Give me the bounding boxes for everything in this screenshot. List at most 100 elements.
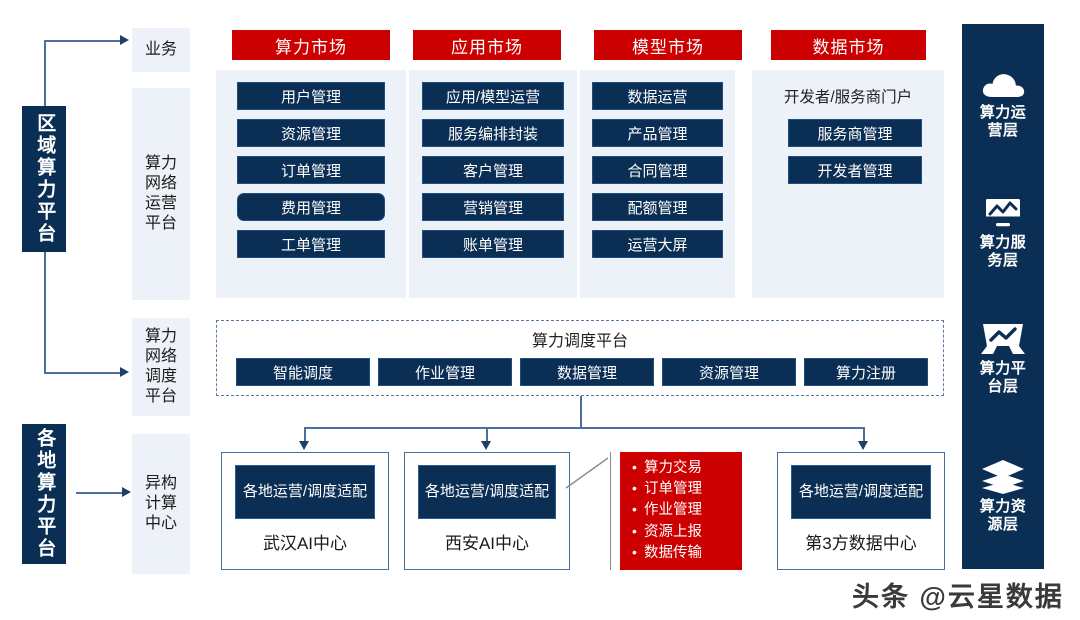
arrow-to-business — [120, 35, 129, 45]
scheduling-item-resource-management[interactable]: 资源管理 — [662, 358, 796, 386]
market-item[interactable]: 费用管理 — [237, 193, 385, 221]
callout-box: 算力交易 订单管理 作业管理 资源上报 数据传输 — [620, 452, 742, 570]
layer-label: 算力运营层 — [979, 104, 1027, 139]
datacenter-inner-label: 各地运营/调度适配 — [791, 465, 931, 519]
stacked-layers-icon — [982, 460, 1024, 494]
datacenter-inner-text: 各地运营/调度适配 — [242, 482, 368, 500]
tree-stem — [580, 396, 582, 428]
callout-list: 算力交易 订单管理 作业管理 资源上报 数据传输 — [630, 457, 734, 565]
arrow-to-datacenter-2 — [481, 441, 491, 450]
datacenter-caption: 西安AI中心 — [405, 519, 569, 563]
scheduling-item-label: 作业管理 — [414, 364, 475, 382]
callout-leader-line — [565, 457, 609, 489]
scheduling-platform-title: 算力调度平台 — [531, 333, 628, 350]
datacenter-card-third-party[interactable]: 各地运营/调度适配 第3方数据中心 — [777, 452, 945, 570]
market-title-model-market: 模型市场 — [632, 37, 704, 57]
tree-branch-2 — [486, 427, 488, 444]
stage-label-network-scheduling-platform-text: 算力网络调度平台 — [144, 328, 177, 405]
datacenter-caption-text: 西安AI中心 — [444, 533, 530, 553]
market-item-portal: 开发者/服务商门户 — [758, 82, 938, 110]
connector-regional-down — [44, 250, 46, 373]
market-item-label: 工单管理 — [280, 236, 341, 254]
datacenter-inner-label: 各地运营/调度适配 — [235, 465, 375, 519]
market-item-label: 费用管理 — [280, 199, 341, 217]
stage-label-network-scheduling-platform: 算力网络调度平台 — [132, 318, 190, 416]
datacenter-card-xian[interactable]: 各地运营/调度适配 西安AI中心 — [404, 452, 570, 570]
datacenter-inner-text: 各地运营/调度适配 — [424, 482, 550, 500]
layer-label: 算力服务层 — [979, 234, 1027, 269]
market-item[interactable]: 服务编排封装 — [422, 119, 564, 147]
cloud-icon — [982, 74, 1025, 97]
market-title-application-market: 应用市场 — [451, 37, 523, 57]
connector-to-hetero — [76, 492, 124, 494]
datacenter-caption-text: 武汉AI中心 — [262, 533, 348, 553]
market-item[interactable]: 工单管理 — [237, 230, 385, 258]
scheduling-item-data-management[interactable]: 数据管理 — [520, 358, 654, 386]
market-item[interactable]: 产品管理 — [592, 119, 723, 147]
watermark: 头条 @云星数据 — [852, 582, 1064, 612]
arrow-to-scheduling — [120, 367, 129, 377]
market-item[interactable]: 账单管理 — [422, 230, 564, 258]
market-item-label: 开发者管理 — [817, 162, 893, 180]
callout-item: 订单管理 — [632, 478, 734, 500]
local-compute-platform-label: 各地算力平台 — [34, 428, 56, 560]
market-item[interactable]: 客户管理 — [422, 156, 564, 184]
market-item[interactable]: 订单管理 — [237, 156, 385, 184]
market-body-data-market: 开发者/服务商门户 服务商管理 开发者管理 — [752, 70, 944, 298]
stage-label-network-operation-platform: 算力网络运营平台 — [132, 88, 190, 300]
market-item-label: 数据运营 — [627, 88, 688, 106]
scheduling-item-label: 算力注册 — [835, 364, 896, 382]
market-item[interactable]: 营销管理 — [422, 193, 564, 221]
regional-compute-platform-label: 区域算力平台 — [34, 113, 56, 245]
datacenter-inner-text: 各地运营/调度适配 — [798, 482, 924, 500]
scheduling-item-job-management[interactable]: 作业管理 — [378, 358, 512, 386]
market-item[interactable]: 应用/模型运营 — [422, 82, 564, 110]
scheduling-item-label: 数据管理 — [556, 364, 617, 382]
scheduling-item-intelligent-dispatch[interactable]: 智能调度 — [236, 358, 370, 386]
layer-item-operation: 算力运营层 — [962, 70, 1044, 139]
market-item[interactable]: 合同管理 — [592, 156, 723, 184]
connector-to-scheduling — [44, 372, 122, 374]
platform-chart-icon — [981, 324, 1025, 354]
layer-item-service: 算力服务层 — [962, 196, 1044, 269]
stage-label-heterogeneous-compute-center: 异构计算中心 — [132, 434, 190, 574]
market-item[interactable]: 用户管理 — [237, 82, 385, 110]
market-body-compute-market: 用户管理 资源管理 订单管理 费用管理 工单管理 — [216, 70, 406, 298]
tree-branch-3 — [863, 427, 865, 444]
market-item-label: 订单管理 — [280, 162, 341, 180]
layer-rail: 算力运营层 算力服务层 算力平台层 — [962, 24, 1044, 569]
market-item-label: 用户管理 — [280, 88, 341, 106]
market-header-application-market: 应用市场 — [413, 30, 561, 60]
market-header-compute-market: 算力市场 — [232, 30, 390, 60]
scheduling-item-compute-registration[interactable]: 算力注册 — [804, 358, 928, 386]
market-body-model-market: 数据运营 产品管理 合同管理 配额管理 运营大屏 — [580, 70, 735, 298]
arrow-to-hetero — [122, 487, 131, 497]
market-item[interactable]: 开发者管理 — [788, 156, 922, 184]
market-item-label: 运营大屏 — [627, 236, 688, 254]
arrow-to-datacenter-1 — [299, 441, 309, 450]
market-item[interactable]: 运营大屏 — [592, 230, 723, 258]
market-item-label: 账单管理 — [462, 236, 523, 254]
market-item[interactable]: 配额管理 — [592, 193, 723, 221]
datacenter-card-wuhan[interactable]: 各地运营/调度适配 武汉AI中心 — [221, 452, 389, 570]
arrow-to-datacenter-3 — [858, 441, 868, 450]
callout-item: 资源上报 — [632, 521, 734, 543]
market-item-label: 产品管理 — [627, 125, 688, 143]
market-item[interactable]: 资源管理 — [237, 119, 385, 147]
datacenter-caption: 武汉AI中心 — [222, 519, 388, 563]
market-item-label: 资源管理 — [280, 125, 341, 143]
stage-label-heterogeneous-compute-center-text: 异构计算中心 — [144, 475, 177, 532]
stage-label-business-text: 业务 — [144, 41, 177, 58]
market-item[interactable]: 数据运营 — [592, 82, 723, 110]
regional-compute-platform-bar: 区域算力平台 — [22, 106, 66, 252]
callout-item: 作业管理 — [632, 499, 734, 521]
connector-regional-up — [44, 40, 46, 110]
market-item[interactable]: 服务商管理 — [788, 119, 922, 147]
callout-divider — [610, 452, 612, 570]
layer-item-resource: 算力资源层 — [962, 458, 1044, 533]
market-item-label: 开发者/服务商门户 — [783, 89, 913, 106]
layer-label: 算力资源层 — [979, 498, 1027, 533]
stage-label-business: 业务 — [132, 28, 190, 72]
datacenter-inner-label: 各地运营/调度适配 — [418, 465, 556, 519]
